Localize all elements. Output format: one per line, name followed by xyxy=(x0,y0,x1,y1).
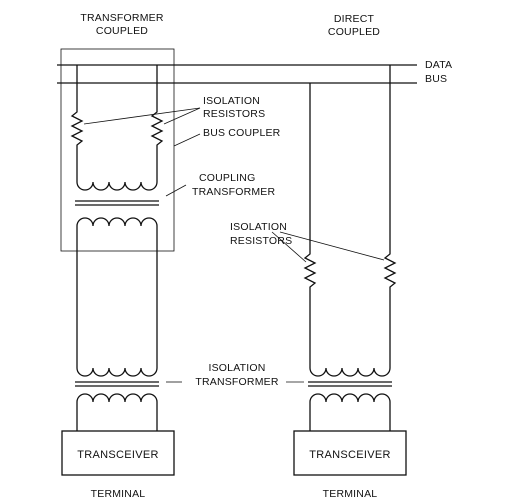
header-direct-coupled-line1: DIRECT xyxy=(334,13,375,25)
isolation-transformer-left-primary xyxy=(76,367,158,377)
label-coupling-transformer-line2: TRANSFORMER xyxy=(192,186,275,198)
label-isolation-resistors-top-line1: ISOLATION xyxy=(203,95,260,107)
direct-stub-wire-right xyxy=(383,65,397,368)
label-isolation-resistors-right-line1: ISOLATION xyxy=(230,221,287,233)
label-bus-coupler: BUS COUPLER xyxy=(203,127,281,139)
stub-wire-left xyxy=(70,65,84,182)
terminal-caption-left: TERMINAL xyxy=(91,488,146,500)
data-bus-label-line1: DATA xyxy=(425,59,452,71)
leader-coupling-transformer xyxy=(165,184,187,197)
direct-stub-wire-left xyxy=(303,83,317,368)
transceiver-box-right xyxy=(293,430,407,476)
leader-bus-coupler xyxy=(173,133,201,147)
data-bus-label-line2: BUS xyxy=(425,73,447,85)
transceiver-label-left: TRANSCEIVER xyxy=(77,449,159,461)
label-isolation-transformer-line2: TRANSFORMER xyxy=(195,376,278,388)
label-isolation-transformer-line1: ISOLATION xyxy=(208,362,265,374)
direct-coupled-stub xyxy=(303,65,397,368)
isolation-transformer-right-secondary xyxy=(309,393,391,403)
transceiver-label-right: TRANSCEIVER xyxy=(309,449,391,461)
coupling-transformer xyxy=(75,181,159,227)
terminal-caption-right: TERMINAL xyxy=(323,488,378,500)
isolation-transformer-right-primary xyxy=(309,367,391,377)
label-coupling-transformer-line1: COUPLING xyxy=(199,172,255,184)
leader-isolation-resistors-top-left xyxy=(83,107,201,125)
header-direct-coupled-line2: COUPLED xyxy=(328,26,380,38)
leader-isolation-resistors-top-right xyxy=(163,107,201,125)
coupling-transformer-primary-coil xyxy=(76,181,158,191)
bus-coupler-box xyxy=(60,48,175,252)
isolation-transformer-left xyxy=(75,367,159,431)
leader-isolation-resistors-right-left xyxy=(271,231,307,263)
header-transformer-coupled-line2: COUPLED xyxy=(96,25,148,37)
label-isolation-resistors-right-line2: RESISTORS xyxy=(230,235,292,247)
coupling-transformer-secondary-coil xyxy=(76,217,158,227)
header-transformer-coupled-line1: TRANSFORMER xyxy=(80,12,163,24)
isolation-transformer-left-secondary xyxy=(76,393,158,403)
isolation-transformer-right xyxy=(308,367,392,431)
leader-isolation-resistors-right-right xyxy=(279,231,385,261)
transceiver-box-left xyxy=(61,430,175,476)
label-isolation-resistors-top-line2: RESISTORS xyxy=(203,108,265,120)
